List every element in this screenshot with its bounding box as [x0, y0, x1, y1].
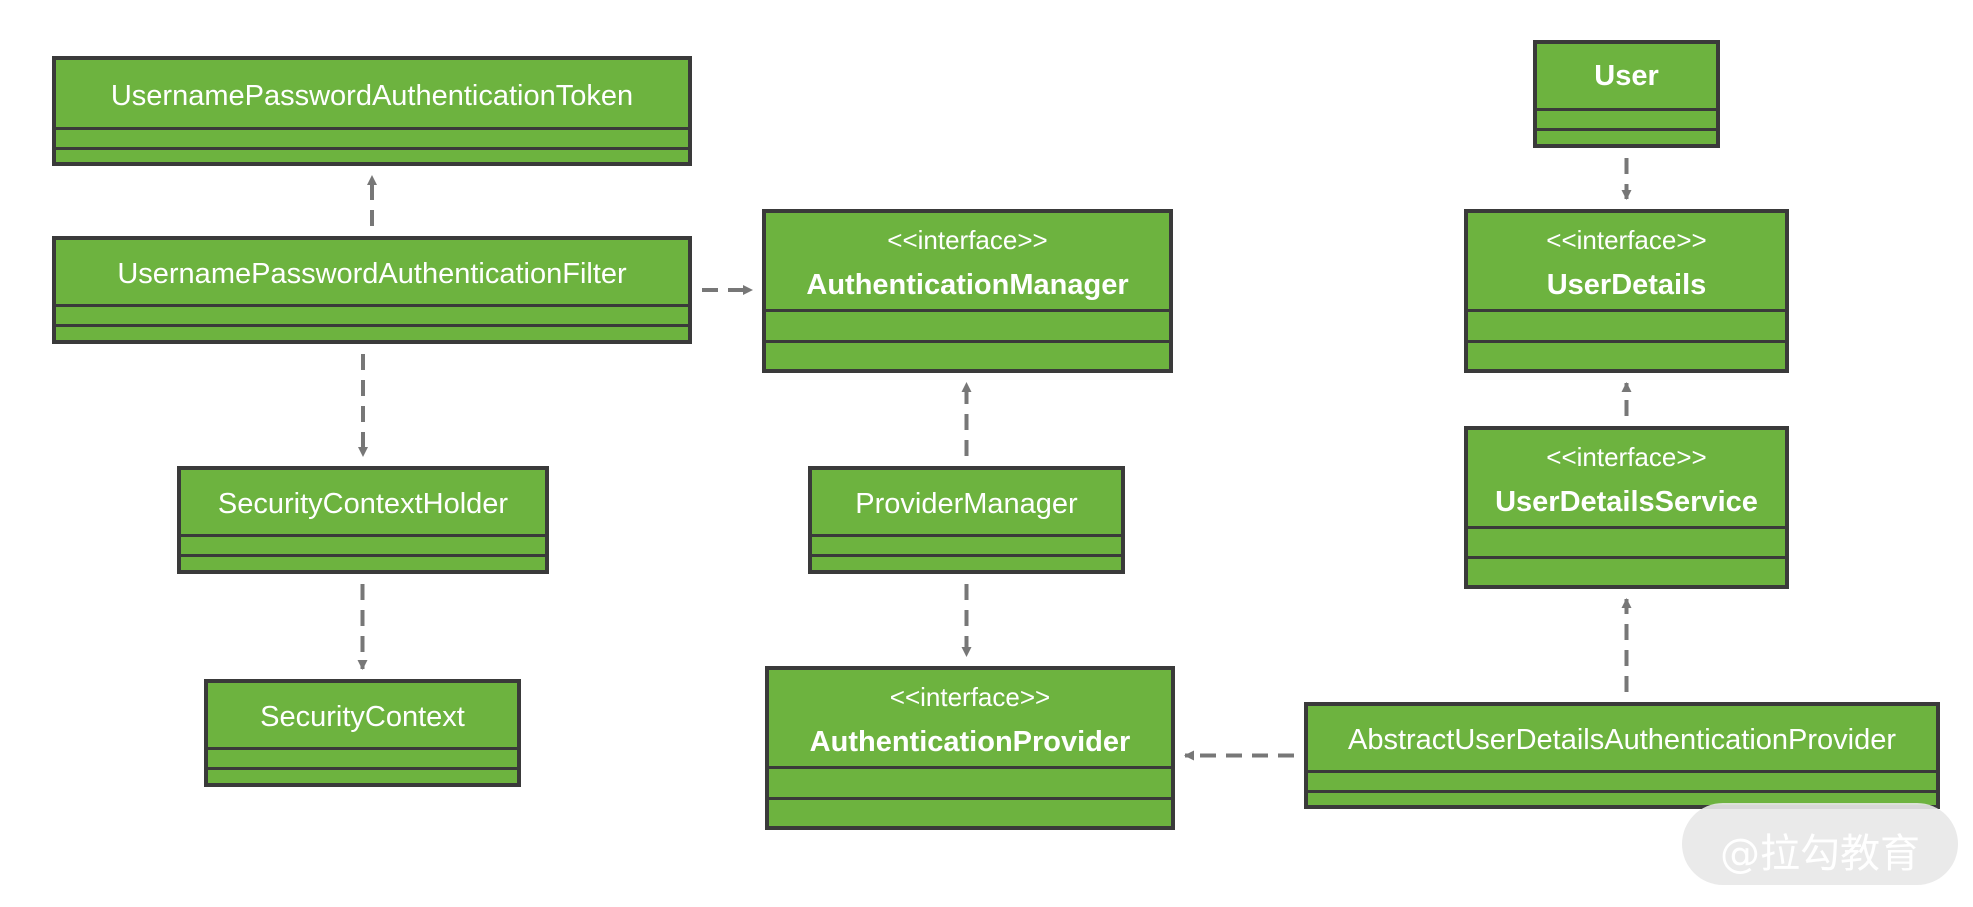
stereotype-label: <<interface>>: [887, 225, 1048, 255]
stereotype-label: <<interface>>: [889, 682, 1051, 712]
stereotype-label: <<interface>>: [1546, 442, 1707, 472]
class-security-context: SecurityContext: [204, 679, 521, 787]
interface-name: AuthenticationManager: [806, 269, 1129, 301]
class-name: User: [1594, 60, 1659, 92]
interface-authentication-provider: <<interface>> AuthenticationProvider: [765, 666, 1175, 830]
class-username-password-authentication-token: UsernamePasswordAuthenticationToken: [52, 56, 692, 166]
interface-user-details: <<interface>> UserDetails: [1464, 209, 1789, 373]
class-abstract-user-details-authentication-provider: AbstractUserDetailsAuthenticationProvide…: [1304, 702, 1940, 809]
watermark: @拉勾教育: [1682, 803, 1958, 885]
watermark-text: @拉勾教育: [1720, 831, 1920, 877]
interface-name: UserDetailsService: [1495, 486, 1758, 518]
relations-layer: [357, 158, 1632, 761]
interface-name: AuthenticationProvider: [809, 726, 1131, 758]
class-security-context-holder: SecurityContextHolder: [177, 466, 549, 574]
interface-user-details-service: <<interface>> UserDetailsService: [1464, 426, 1789, 589]
class-user: User: [1533, 40, 1720, 148]
interface-authentication-manager: <<interface>> AuthenticationManager: [762, 209, 1173, 373]
stereotype-label: <<interface>>: [1546, 225, 1707, 255]
class-name: AbstractUserDetailsAuthenticationProvide…: [1347, 724, 1897, 756]
class-name: ProviderManager: [855, 488, 1078, 520]
class-name: UsernamePasswordAuthenticationToken: [110, 80, 634, 112]
class-provider-manager: ProviderManager: [808, 466, 1125, 574]
class-name: SecurityContextHolder: [217, 488, 509, 520]
class-username-password-authentication-filter: UsernamePasswordAuthenticationFilter: [52, 236, 692, 344]
class-name: UsernamePasswordAuthenticationFilter: [117, 258, 627, 290]
interface-name: UserDetails: [1546, 269, 1707, 301]
class-name: SecurityContext: [260, 701, 465, 733]
